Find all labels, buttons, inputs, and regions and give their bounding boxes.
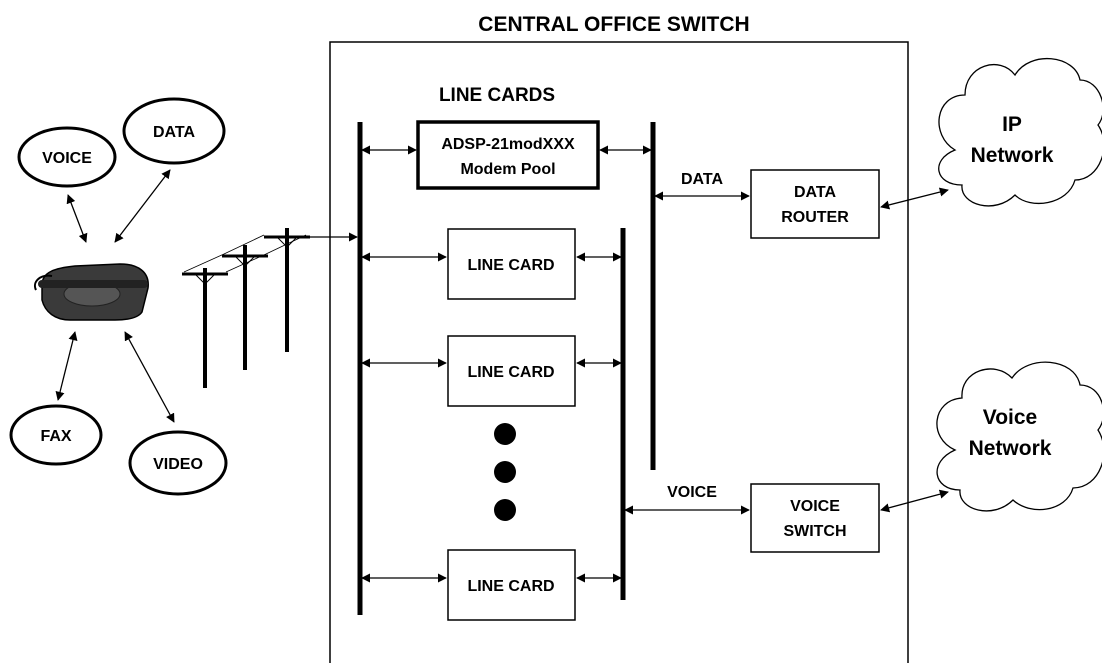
voice-service-ellipse: VOICE (19, 128, 115, 186)
ip-network-line2: Network (971, 144, 1054, 167)
ellipsis-dot-3 (494, 499, 516, 521)
voice-path-label: VOICE (667, 484, 717, 501)
video-service-ellipse: VIDEO (130, 432, 226, 494)
line-card-2-label: LINE CARD (467, 364, 554, 381)
data-service-ellipse: DATA (124, 99, 224, 163)
router-ip-arrow (881, 190, 948, 207)
telephone-poles-icon (182, 228, 310, 388)
voice-phone-arrow (68, 195, 86, 242)
ip-network-cloud: IP Network (939, 59, 1102, 206)
voice-switch-box: VOICE SWITCH (751, 484, 879, 552)
line-card-3: LINE CARD (448, 550, 575, 620)
voice-network-line1: Voice (983, 406, 1037, 429)
line-card-2: LINE CARD (448, 336, 575, 406)
data-path-label: DATA (681, 171, 724, 188)
line-card-1: LINE CARD (448, 229, 575, 299)
data-router-line1: DATA (794, 184, 837, 201)
video-service-label: VIDEO (153, 456, 203, 473)
ellipsis-dot-2 (494, 461, 516, 483)
switch-voice-network-arrow (881, 492, 948, 510)
voice-switch-line1: VOICE (790, 498, 840, 515)
fax-service-ellipse: FAX (11, 406, 101, 464)
data-router-line2: ROUTER (781, 209, 849, 226)
modem-pool-line2: Modem Pool (460, 161, 555, 178)
voice-switch-line2: SWITCH (783, 523, 846, 540)
voice-network-cloud: Voice Network (937, 362, 1102, 511)
modem-pool-box: ADSP-21modXXX Modem Pool (418, 122, 598, 188)
line-card-3-label: LINE CARD (467, 578, 554, 595)
ip-network-line1: IP (1002, 113, 1022, 136)
data-router-box: DATA ROUTER (751, 170, 879, 238)
line-card-1-label: LINE CARD (467, 257, 554, 274)
data-service-label: DATA (153, 124, 196, 141)
video-phone-arrow (125, 332, 174, 422)
data-phone-arrow (115, 170, 170, 242)
diagram-title: CENTRAL OFFICE SWITCH (478, 13, 749, 36)
modem-pool-line1: ADSP-21modXXX (441, 136, 575, 153)
fax-service-label: FAX (40, 428, 71, 445)
line-cards-heading: LINE CARDS (439, 85, 555, 106)
telephone-icon (35, 264, 148, 320)
voice-service-label: VOICE (42, 150, 92, 167)
voice-network-line2: Network (969, 437, 1052, 460)
fax-phone-arrow (58, 332, 75, 400)
ellipsis-dot-1 (494, 423, 516, 445)
